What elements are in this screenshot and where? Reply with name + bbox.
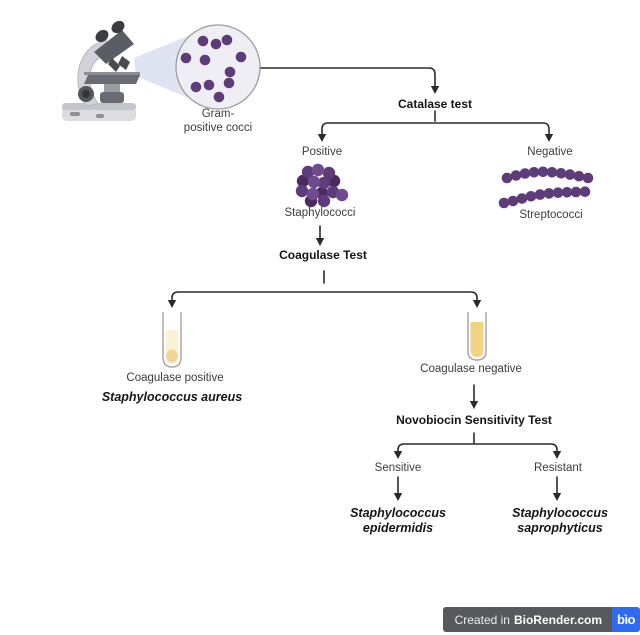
arrowheads — [167, 86, 562, 501]
connector-novobiocin-branch — [397, 443, 558, 452]
created-in-text: Created in — [454, 612, 510, 627]
label-coagulase-test: Coagulase Test — [279, 248, 367, 262]
label-staphylococcus-aureus: Staphylococcus aureus — [101, 390, 243, 404]
label-staphylococci: Staphylococci — [284, 207, 356, 219]
gram-positive-cocci-illustration — [175, 24, 261, 110]
cocci-dots — [180, 34, 247, 103]
connector-cocci-to-catalase — [260, 67, 436, 87]
label-streptococci: Streptococci — [519, 209, 583, 221]
connector-lines — [171, 67, 558, 494]
label-catalase-negative: Negative — [527, 146, 573, 158]
label-staphylococcus-saprophyticus: Staphylococcus saprophyticus — [512, 506, 608, 535]
biorender-badge[interactable]: Created in BioRender.com bìo — [442, 607, 640, 632]
label-catalase-test: Catalase test — [397, 97, 473, 111]
test-tube-coagulase-negative — [467, 312, 487, 361]
microscope-icon — [62, 20, 140, 121]
staphylococci-cluster-illustration — [295, 163, 349, 208]
connector-catalase-branch — [321, 122, 550, 135]
microscope-beam — [134, 36, 188, 98]
label-resistant: Resistant — [534, 462, 582, 474]
label-novobiocin-sensitivity-test: Novobiocin Sensitivity Test — [396, 413, 552, 427]
label-catalase-positive: Positive — [301, 146, 343, 158]
label-coagulase-positive: Coagulase positive — [126, 372, 224, 384]
label-sensitive: Sensitive — [374, 462, 422, 474]
biorender-credit-text[interactable]: Created in BioRender.com — [442, 607, 612, 632]
label-coagulase-negative: Coagulase negative — [420, 363, 522, 375]
test-tube-coagulase-positive — [162, 312, 182, 368]
streptococci-chains-illustration — [498, 166, 594, 209]
label-gram-positive-cocci: Gram- positive cocci — [183, 108, 253, 134]
label-staphylococcus-epidermidis: Staphylococcus epidermidis — [350, 506, 446, 535]
connector-coagulase-branch — [171, 291, 478, 301]
biorender-brand-text: BioRender.com — [513, 612, 602, 627]
biorender-logo-icon[interactable]: bìo — [612, 607, 640, 632]
